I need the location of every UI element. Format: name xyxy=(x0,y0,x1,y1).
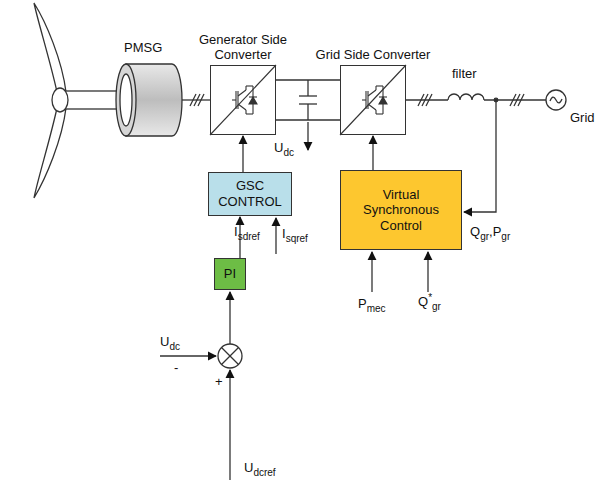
pi-controller-box: PI xyxy=(214,258,246,290)
converter-box: Generator Side Converter xyxy=(210,65,276,135)
signal-arrows xyxy=(160,218,428,480)
signal-label: Grid xyxy=(570,110,595,126)
signal-label: + xyxy=(215,374,223,390)
signal-arrow xyxy=(242,136,243,172)
signal-label: Udc xyxy=(274,140,294,156)
signal-label: Pmec xyxy=(358,296,386,312)
summing-junction xyxy=(218,344,242,368)
signal-label: Isdref xyxy=(234,224,260,240)
signal-arrow xyxy=(372,136,373,170)
control-box: Virtual Synchronous Control xyxy=(340,170,462,250)
box-heading: Grid Side Converter xyxy=(313,47,433,63)
box-label: PI xyxy=(224,266,236,282)
signal-label: Isqref xyxy=(282,226,308,242)
signal-label: PMSG xyxy=(124,40,162,56)
generator-symbol xyxy=(116,64,210,136)
signal-label: Q*gr xyxy=(418,294,441,310)
signal-label: Udcref xyxy=(244,460,276,476)
dc-link xyxy=(276,80,340,120)
converter-box: Grid Side Converter xyxy=(340,65,406,135)
wind-turbine xyxy=(34,3,120,198)
box-label: GSC CONTROL xyxy=(212,178,288,209)
signal-label: filter xyxy=(452,66,477,82)
signal-label: Udc xyxy=(160,334,180,350)
dc-link-capacitor xyxy=(299,80,317,150)
signal-label: - xyxy=(174,360,178,376)
box-label: Virtual Synchronous Control xyxy=(344,187,458,234)
control-box: GSC CONTROL xyxy=(208,172,292,216)
signal-label: Qgr,Pgr xyxy=(470,224,510,240)
box-heading: Generator Side Converter xyxy=(183,32,303,63)
